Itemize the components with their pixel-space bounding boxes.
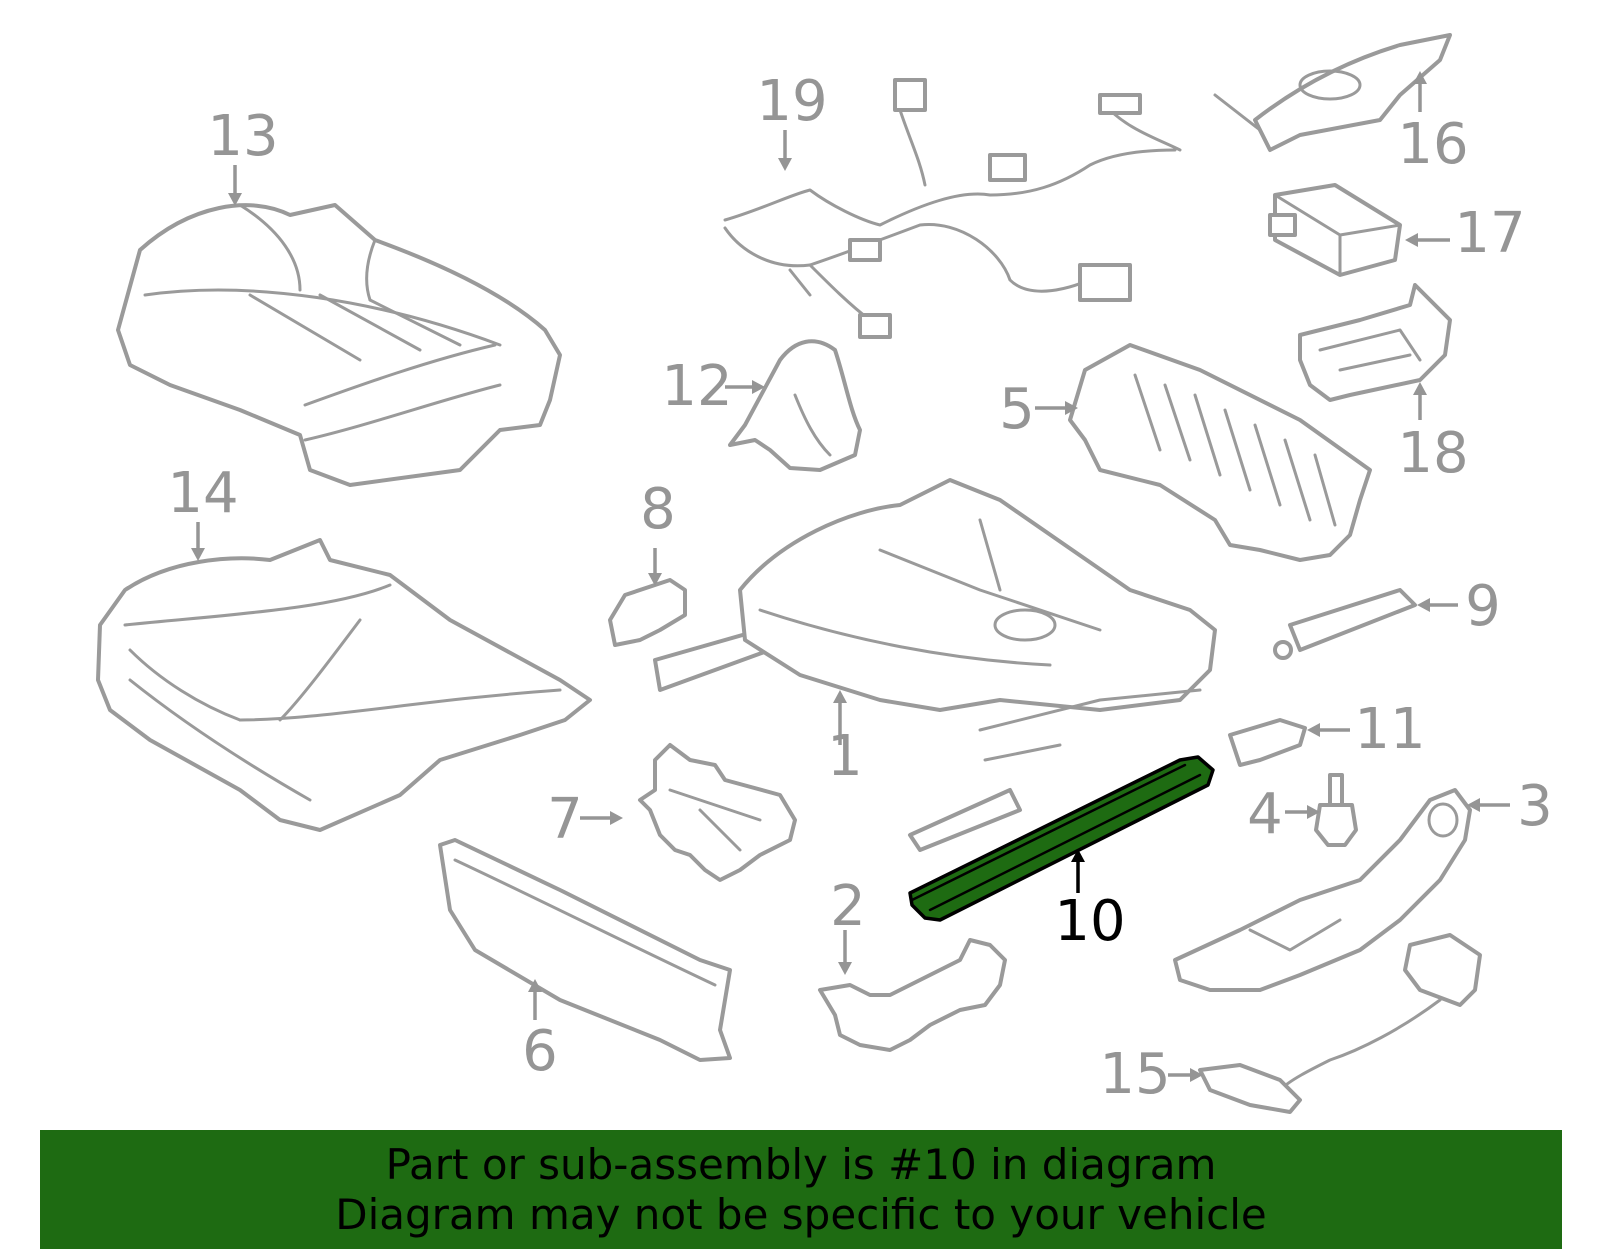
part-19-wiring-harness[interactable] <box>723 78 1182 339</box>
part-5-back-panel[interactable] <box>1068 343 1372 562</box>
callout-3[interactable]: 3 <box>1517 774 1553 839</box>
part-17-control-module[interactable] <box>1268 183 1402 277</box>
part-7-bracket[interactable] <box>638 743 797 882</box>
callout-13[interactable]: 13 <box>207 104 278 169</box>
callout-7[interactable]: 7 <box>547 787 583 852</box>
part-1-seat-frame[interactable] <box>653 478 1217 852</box>
callout-14[interactable]: 14 <box>167 461 238 526</box>
callout-arrows <box>191 71 1510 1082</box>
part-18-bracket[interactable] <box>1298 283 1452 402</box>
callout-17[interactable]: 17 <box>1454 201 1525 266</box>
part-10-track-cover-highlighted[interactable] <box>908 755 1215 922</box>
part-9-rail-cover[interactable] <box>1273 588 1417 660</box>
banner-line-disclaimer: Diagram may not be specific to your vehi… <box>335 1189 1267 1239</box>
callout-8[interactable]: 8 <box>640 477 676 542</box>
callout-12[interactable]: 12 <box>661 354 732 419</box>
part-6-front-trim[interactable] <box>438 838 732 1062</box>
part-14-seat-cushion-cover[interactable] <box>96 538 592 832</box>
banner-line-part-number: Part or sub-assembly is #10 in diagram <box>385 1139 1217 1189</box>
part-13-seat-back-cover[interactable] <box>116 203 562 487</box>
part-16-bracket[interactable] <box>1213 33 1452 152</box>
callout-10-highlighted[interactable]: 10 <box>1054 889 1125 954</box>
callout-15[interactable]: 15 <box>1099 1042 1170 1107</box>
part-11-clip[interactable] <box>1228 718 1307 767</box>
callout-6[interactable]: 6 <box>522 1019 558 1084</box>
part-12-side-shield[interactable] <box>728 339 862 472</box>
part-8-clip[interactable] <box>608 578 687 647</box>
info-banner: Part or sub-assembly is #10 in diagram D… <box>40 1130 1562 1249</box>
callout-16[interactable]: 16 <box>1397 112 1468 177</box>
callout-5[interactable]: 5 <box>999 377 1035 442</box>
part-3-side-shield[interactable] <box>1173 788 1472 992</box>
callout-4[interactable]: 4 <box>1247 782 1283 847</box>
callout-2[interactable]: 2 <box>830 874 866 939</box>
part-2-bracket[interactable] <box>818 938 1007 1052</box>
callout-11[interactable]: 11 <box>1354 697 1425 762</box>
callout-1[interactable]: 1 <box>827 724 863 789</box>
callout-18[interactable]: 18 <box>1397 421 1468 486</box>
part-4-bolt[interactable] <box>1314 773 1358 847</box>
part-15-recliner-handle[interactable] <box>1198 933 1482 1114</box>
callout-labels: 13 14 19 16 17 18 12 5 8 9 1 11 7 4 3 10… <box>167 69 1552 1107</box>
callout-19[interactable]: 19 <box>756 69 827 134</box>
callout-9[interactable]: 9 <box>1465 574 1501 639</box>
